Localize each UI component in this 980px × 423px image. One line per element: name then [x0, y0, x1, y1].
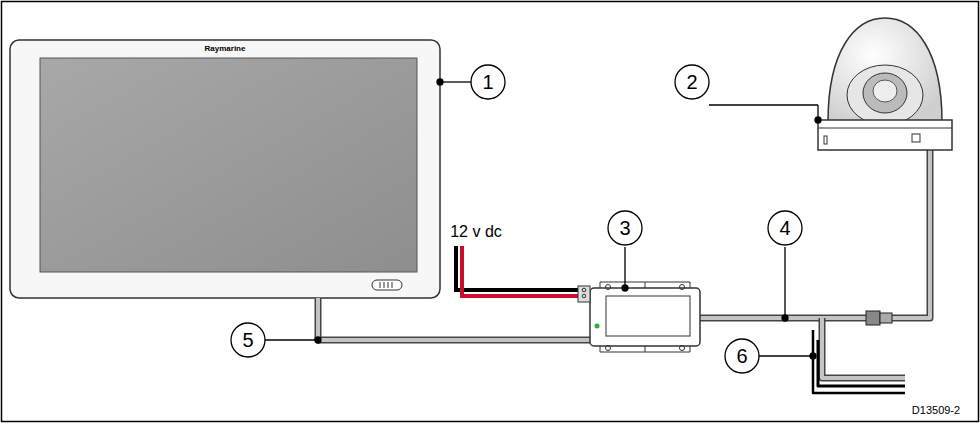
dome-camera: [818, 18, 952, 150]
power-wires: [456, 246, 580, 296]
brand-logo: Raymarine: [205, 45, 246, 53]
poe-injector: [578, 282, 700, 352]
callouts: [231, 65, 821, 373]
cables: [318, 150, 930, 393]
drawing-number: D13509-2: [912, 405, 960, 416]
callout-number: 1: [482, 72, 493, 92]
callout-number: 4: [779, 218, 790, 238]
callout-number: 5: [242, 330, 253, 350]
callout-number: 2: [686, 72, 697, 92]
display-unit: [10, 40, 440, 298]
inline-connector: [866, 311, 892, 325]
callout-number: 3: [619, 218, 630, 238]
supply-label: 12 v dc: [450, 224, 502, 240]
callout-number: 6: [736, 346, 747, 366]
